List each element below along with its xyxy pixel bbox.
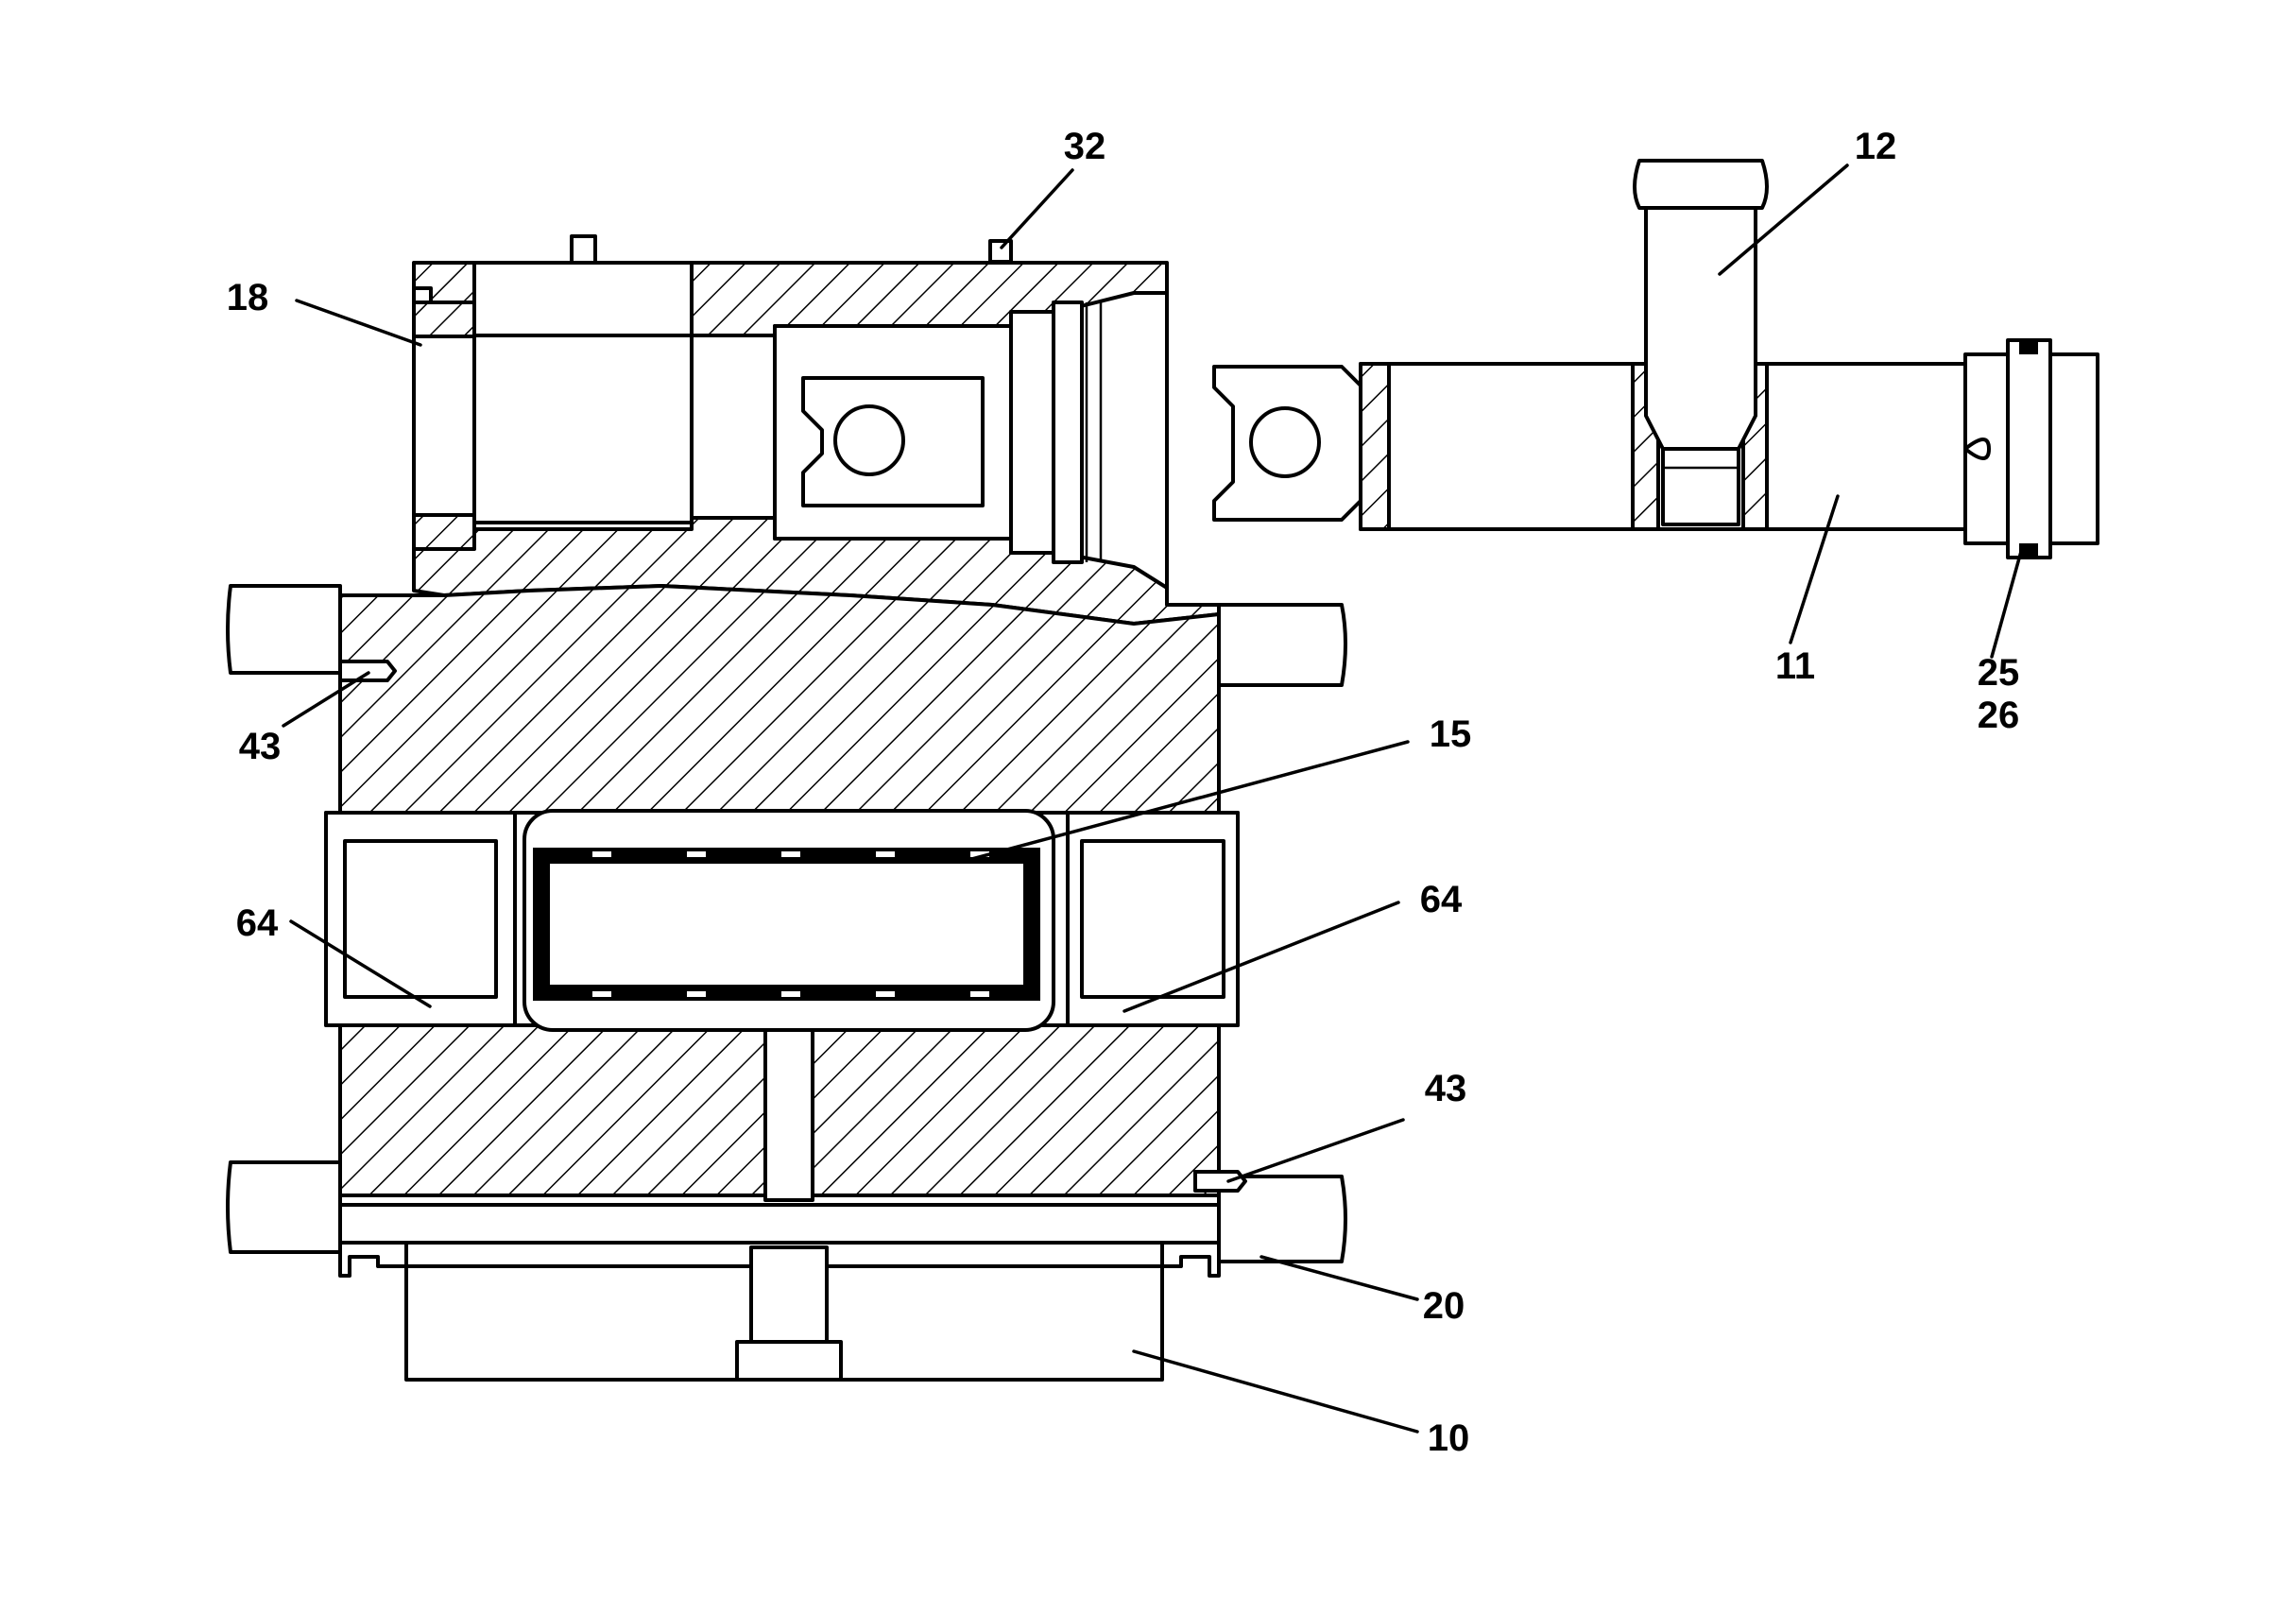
leader-11 bbox=[1789, 494, 1840, 644]
left-seal bbox=[412, 286, 476, 551]
callout-11-label: 11 bbox=[1775, 645, 1815, 687]
callout-64-label: 64 bbox=[236, 902, 279, 944]
inner-piston bbox=[472, 301, 1103, 564]
leader-15 bbox=[967, 740, 1410, 862]
leader-32 bbox=[1000, 168, 1074, 249]
lower-passage bbox=[338, 1203, 1221, 1382]
left-bosses bbox=[226, 584, 397, 1254]
leader-25 bbox=[1990, 546, 2024, 659]
leader-64b bbox=[1122, 901, 1400, 1013]
leader-10 bbox=[1132, 1349, 1419, 1434]
callout-32-label: 32 bbox=[1064, 126, 1106, 167]
callout-15-label: 15 bbox=[1430, 713, 1472, 755]
leader-43a bbox=[282, 671, 370, 728]
leader-20 bbox=[1259, 1255, 1419, 1301]
callout-10-label: 10 bbox=[1428, 1417, 1470, 1459]
callout-43-label: 43 bbox=[239, 726, 282, 767]
callout-18-label: 18 bbox=[227, 277, 269, 318]
callout-64-label: 64 bbox=[1420, 879, 1463, 920]
right-bosses bbox=[1193, 603, 1347, 1263]
top-fitting bbox=[988, 239, 1013, 264]
cartridge bbox=[523, 809, 1055, 1032]
leader-18 bbox=[295, 299, 422, 347]
leader-64a bbox=[289, 919, 432, 1008]
callout-20-label: 20 bbox=[1423, 1285, 1465, 1327]
rod-assembly bbox=[1212, 159, 2099, 559]
leader-12 bbox=[1718, 163, 1849, 276]
top-lug bbox=[570, 234, 597, 265]
leader-lines bbox=[282, 163, 2024, 1434]
leader-43b bbox=[1226, 1118, 1405, 1183]
callout-43-label: 43 bbox=[1425, 1068, 1467, 1109]
callout-25-label: 25 bbox=[1978, 652, 2020, 694]
callout-12-label: 12 bbox=[1855, 126, 1897, 167]
callout-26-label: 26 bbox=[1978, 695, 2020, 736]
